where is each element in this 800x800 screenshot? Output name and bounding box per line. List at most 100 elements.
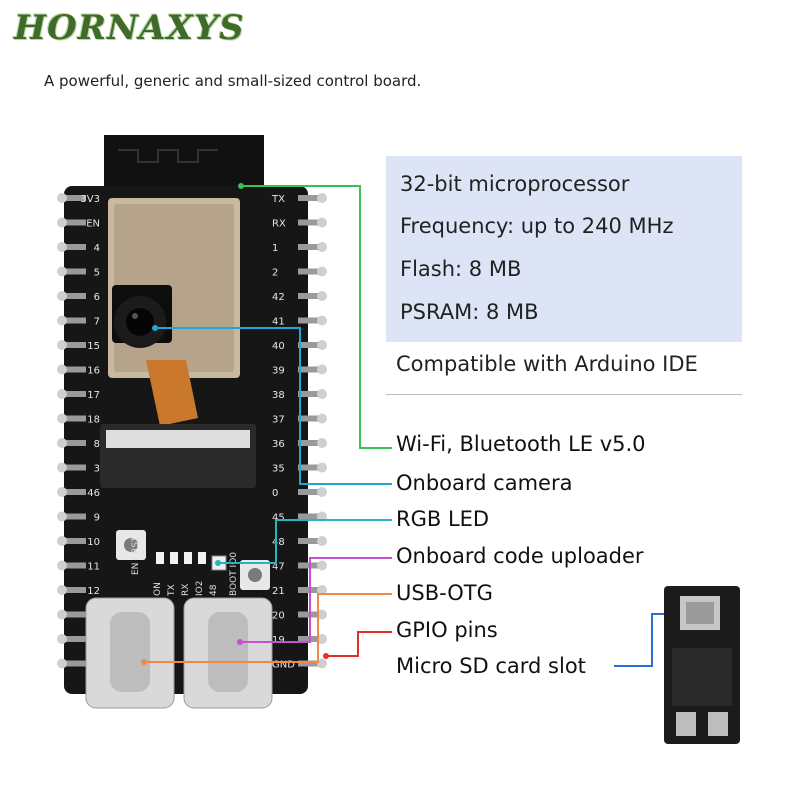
pin-label: 11 bbox=[87, 562, 100, 573]
pin-pad bbox=[57, 364, 67, 375]
led-label-group: ON TX RX IO2 48 bbox=[153, 581, 219, 597]
header-pin bbox=[62, 195, 86, 201]
connector-latch bbox=[106, 430, 250, 448]
pin-pad bbox=[317, 389, 327, 399]
pin-pad bbox=[317, 536, 327, 546]
header-pin bbox=[298, 195, 322, 201]
pin-label: 5 bbox=[94, 268, 100, 279]
leader-uploader bbox=[240, 557, 392, 643]
pin-pad bbox=[317, 487, 327, 497]
thumbnail-silkscreen bbox=[672, 648, 732, 706]
pin-label: 1 bbox=[272, 243, 278, 254]
pin-label: 12 bbox=[87, 586, 100, 597]
header-pin bbox=[62, 415, 86, 422]
leader-camera bbox=[155, 327, 392, 485]
pin-pad bbox=[317, 193, 327, 203]
header-pin bbox=[298, 660, 322, 667]
callout-camera: Onboard camera bbox=[396, 471, 573, 495]
header-pin bbox=[298, 464, 322, 471]
pin-label: 39 bbox=[272, 366, 285, 377]
pin-pad bbox=[317, 364, 327, 375]
compatibility-note: Compatible with Arduino IDE bbox=[396, 352, 698, 376]
pin-label: 42 bbox=[272, 292, 285, 303]
pin-label: 41 bbox=[272, 317, 285, 328]
header-pin bbox=[298, 391, 322, 397]
header-pin bbox=[298, 268, 322, 275]
pin-label: 7 bbox=[94, 317, 100, 328]
pin-label: GND bbox=[272, 660, 295, 671]
led-label: RX bbox=[181, 584, 191, 596]
spec-psram: PSRAM: 8 MB bbox=[400, 300, 539, 324]
leader-usb-otg bbox=[144, 593, 392, 663]
pin-label: 4 bbox=[94, 243, 100, 254]
header-pin bbox=[298, 440, 322, 446]
pin-pad bbox=[57, 658, 67, 669]
led-label: ON bbox=[153, 582, 163, 596]
pin-label: 36 bbox=[272, 439, 285, 450]
header-pin bbox=[298, 219, 322, 226]
pin-label: 37 bbox=[272, 415, 285, 426]
pin-pad bbox=[57, 536, 67, 546]
header-pin bbox=[298, 489, 322, 495]
header-pin bbox=[298, 342, 322, 348]
pin-label: 8 bbox=[94, 439, 100, 450]
pin-label: 21 bbox=[272, 586, 285, 597]
pin-pad bbox=[57, 315, 67, 326]
pin-label: 47 bbox=[272, 562, 285, 573]
callout-gpio: GPIO pins bbox=[396, 618, 498, 642]
led-tx bbox=[170, 552, 178, 564]
header-pin bbox=[62, 391, 86, 397]
header-pin bbox=[298, 415, 322, 422]
spec-processor: 32-bit microprocessor bbox=[400, 172, 630, 196]
callout-wifi-bluetooth: Wi-Fi, Bluetooth LE v5.0 bbox=[396, 432, 646, 456]
pin-label: 17 bbox=[87, 390, 100, 401]
led-io2 bbox=[198, 552, 206, 564]
header-pin bbox=[62, 293, 86, 299]
pin-pad bbox=[317, 266, 327, 277]
pin-label: 3 bbox=[94, 464, 100, 475]
spec-frequency: Frequency: up to 240 MHz bbox=[400, 214, 674, 238]
pin-pad bbox=[317, 438, 327, 448]
lens-glare bbox=[132, 313, 138, 319]
pin-label: 0 bbox=[272, 488, 278, 499]
led-label: 48 bbox=[209, 584, 219, 596]
pin-pad bbox=[317, 560, 327, 571]
pin-pad bbox=[57, 438, 67, 448]
pin-label: 10 bbox=[87, 537, 100, 548]
pin-label: 18 bbox=[87, 415, 100, 426]
pin-pad bbox=[57, 462, 67, 473]
led-label: TX bbox=[167, 584, 177, 597]
pin-pad bbox=[317, 634, 327, 644]
usb-c-uart-opening bbox=[110, 612, 150, 692]
boot-button-cap bbox=[248, 568, 262, 582]
callout-code-uploader: Onboard code uploader bbox=[396, 544, 644, 568]
pin-label: 2 bbox=[272, 268, 278, 279]
header-pin bbox=[62, 440, 86, 446]
camera-flex-cable bbox=[146, 360, 198, 426]
pin-pad bbox=[317, 462, 327, 473]
callout-rgb-led: RGB LED bbox=[396, 507, 490, 531]
pin-label: 35 bbox=[272, 464, 285, 475]
tagline: A powerful, generic and small-sized cont… bbox=[44, 72, 422, 90]
header-pin bbox=[62, 611, 86, 618]
pin-pad bbox=[57, 193, 67, 203]
led-rx bbox=[184, 552, 192, 564]
pin-pad bbox=[57, 413, 67, 424]
header-pin bbox=[62, 538, 86, 544]
led-on bbox=[156, 552, 164, 564]
header-pin bbox=[62, 513, 86, 520]
thumbnail-usb-right bbox=[708, 712, 728, 736]
pin-pad bbox=[57, 266, 67, 277]
led-label: IO2 bbox=[195, 581, 205, 596]
header-pin bbox=[62, 268, 86, 275]
header-pin bbox=[298, 513, 322, 520]
header-pin bbox=[62, 219, 86, 226]
pin-pad bbox=[57, 340, 67, 350]
pin-label: 38 bbox=[272, 390, 285, 401]
pin-pad bbox=[57, 389, 67, 399]
header-pin bbox=[62, 562, 86, 569]
reset-button-cap bbox=[124, 538, 138, 552]
leader-dot bbox=[152, 325, 158, 331]
camera-lens bbox=[126, 308, 154, 336]
pin-pad bbox=[317, 291, 327, 301]
